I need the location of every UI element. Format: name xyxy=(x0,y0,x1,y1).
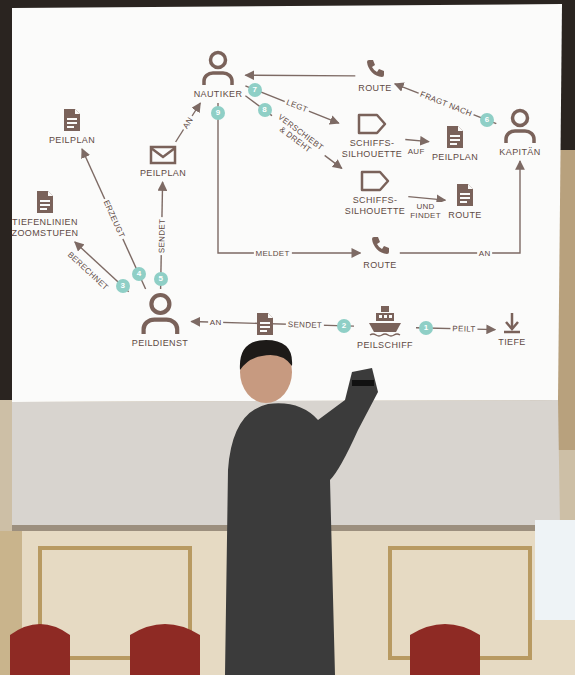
icon-node: PEILDIENST xyxy=(132,292,189,349)
icon-node: SCHIFFS- SILHOUETTE xyxy=(342,113,403,160)
callout-number: 9 xyxy=(211,106,225,120)
document-icon xyxy=(257,313,273,335)
node-label: PEILSCHIFF xyxy=(357,340,413,351)
edge-label: MELDET xyxy=(253,249,291,258)
icon-node: ROUTE xyxy=(448,183,482,221)
node-label: ROUTE xyxy=(358,83,392,94)
edge-label: AN xyxy=(477,249,493,258)
doc-icon xyxy=(446,125,464,149)
node-label: TIEFE xyxy=(498,337,526,348)
person-icon xyxy=(140,292,181,335)
node-label: PEILPLAN xyxy=(140,168,186,179)
chair xyxy=(410,624,480,675)
icon-node: TIEFE xyxy=(498,312,526,348)
edge-label: UND FINDET xyxy=(408,202,443,220)
phone-icon xyxy=(369,235,391,257)
node-label: NAUTIKER xyxy=(194,89,243,100)
node-label: PEILDIENST xyxy=(132,338,189,349)
icon-node: TIEFENLINIEN ZOOMSTUFEN xyxy=(12,190,79,239)
depth-icon xyxy=(502,312,522,334)
node-label: SCHIFFS- SILHOUETTE xyxy=(342,138,403,160)
icon-node: NAUTIKER xyxy=(194,50,243,100)
node-label: PEILPLAN xyxy=(49,135,95,146)
node-label: ROUTE xyxy=(448,210,482,221)
presenter-body xyxy=(225,368,378,675)
projection-screen xyxy=(12,4,562,402)
doc-icon xyxy=(36,190,54,214)
ship-icon xyxy=(367,303,403,337)
flow-arrow xyxy=(218,103,360,253)
callout-number: 2 xyxy=(337,319,351,333)
callout-number: 8 xyxy=(258,103,272,117)
edge-label: AUF xyxy=(406,146,427,155)
callout-number: 1 xyxy=(419,321,433,335)
icon-node: PEILSCHIFF xyxy=(357,303,413,351)
node-label: TIEFENLINIEN ZOOMSTUFEN xyxy=(12,217,79,239)
clicker xyxy=(352,380,374,386)
node-label: SCHIFFS- SILHOUETTE xyxy=(345,195,406,217)
node-label: ROUTE xyxy=(363,260,397,271)
person-icon xyxy=(503,108,537,144)
flow-arrow xyxy=(405,140,429,142)
presenter-hair xyxy=(240,340,292,370)
flow-arrow xyxy=(408,197,445,201)
edge-label: SENDET xyxy=(286,320,324,330)
icon-node: PEILPLAN xyxy=(140,145,186,179)
icon-node: PEILPLAN xyxy=(49,108,95,146)
phone-icon xyxy=(364,58,386,80)
icon-node: KAPITÄN xyxy=(499,108,540,158)
mail-icon xyxy=(149,145,177,165)
chair xyxy=(130,624,200,675)
icon-node: ROUTE xyxy=(358,58,392,94)
flow-arrow xyxy=(400,161,520,253)
pent-icon xyxy=(360,170,390,192)
icon-node: SCHIFFS- SILHOUETTE xyxy=(345,170,406,217)
node-label: PEILPLAN xyxy=(432,152,478,163)
person-icon xyxy=(201,50,235,86)
flow-note: AN xyxy=(208,318,224,327)
flow-arrow xyxy=(245,74,355,76)
pent-icon xyxy=(357,113,387,135)
node-label: KAPITÄN xyxy=(499,147,540,158)
flow-arrow xyxy=(176,103,201,142)
icon-node: PEILPLAN xyxy=(432,125,478,163)
presenter-head xyxy=(240,341,292,403)
icon-node: ROUTE xyxy=(363,235,397,271)
edge-label: PEILT xyxy=(450,324,477,334)
callout-number: 5 xyxy=(154,272,168,286)
doc-icon xyxy=(456,183,474,207)
edge-label: SENDET xyxy=(157,216,167,254)
chair xyxy=(10,624,70,675)
flow-arrow xyxy=(245,96,341,169)
callout-number: 7 xyxy=(248,83,262,97)
window xyxy=(535,520,575,620)
callout-number: 6 xyxy=(480,113,494,127)
doc-icon xyxy=(63,108,81,132)
